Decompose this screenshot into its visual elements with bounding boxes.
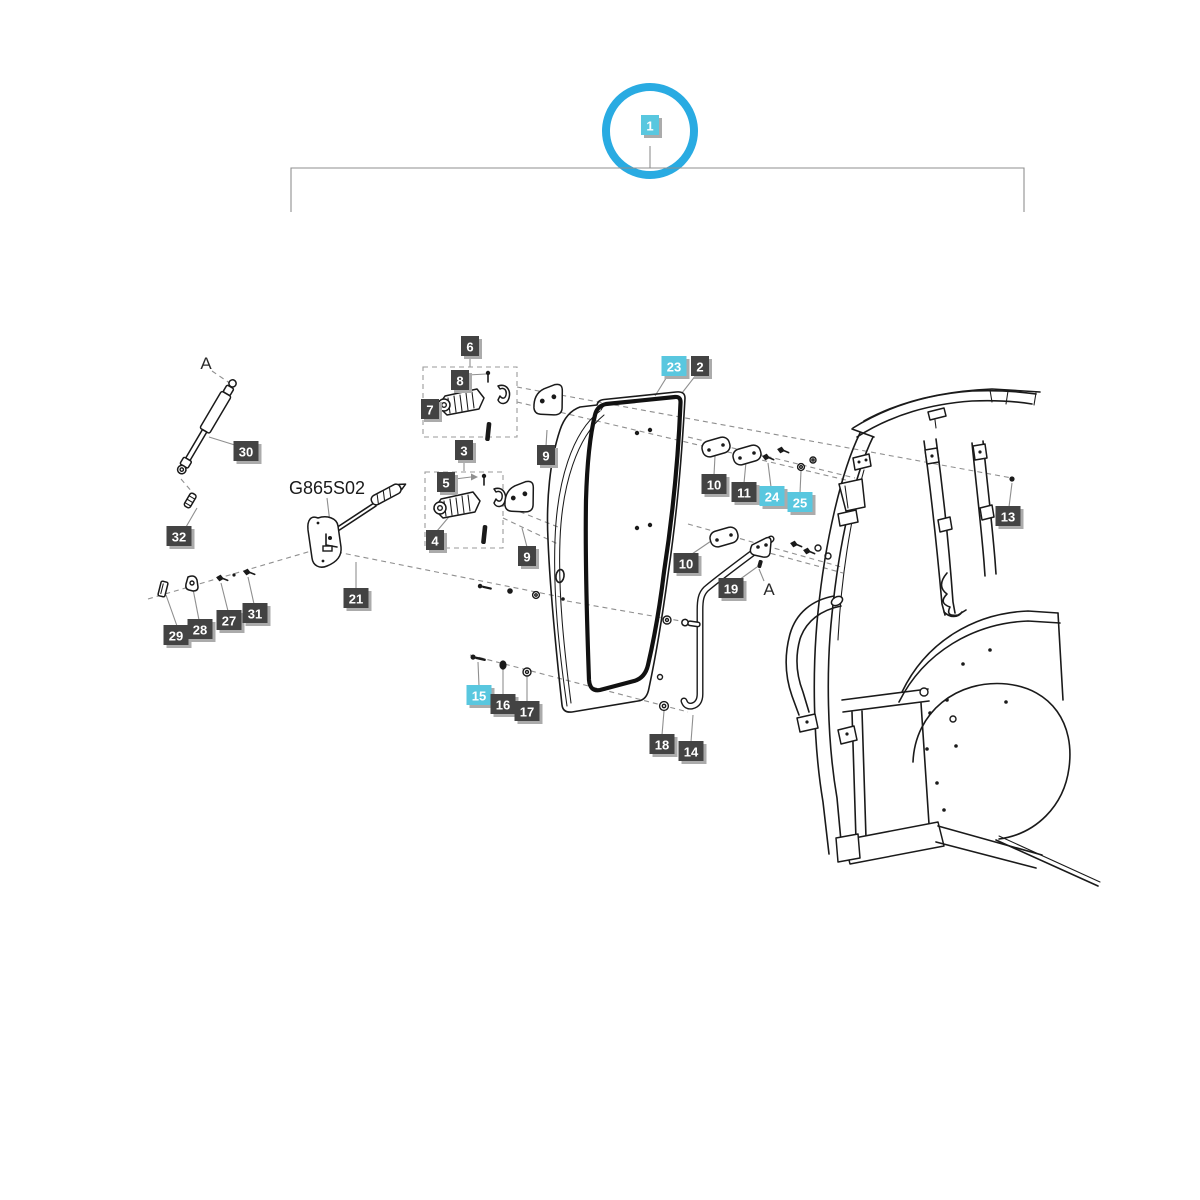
part-label-31[interactable]: 31 [242,603,271,626]
svg-text:16: 16 [496,698,510,713]
svg-text:5: 5 [442,476,449,491]
part-label-10[interactable]: 10 [701,474,730,497]
svg-text:2: 2 [696,360,703,375]
hinge-plate-9b [501,480,537,515]
svg-text:10: 10 [679,557,693,572]
svg-text:11: 11 [737,486,751,501]
part-label-27[interactable]: 27 [216,610,245,633]
part-label-29[interactable]: 29 [163,625,192,648]
callout-circle [602,83,698,179]
part-label-32[interactable]: 32 [166,526,195,549]
part-label-15[interactable]: 15 [466,685,495,708]
svg-text:30: 30 [239,445,253,460]
part-label-11[interactable]: 11 [731,482,760,505]
hinge-part-upper [437,369,511,443]
part-label-7[interactable]: 7 [421,399,442,422]
part-label-18[interactable]: 18 [649,734,678,757]
svg-text:18: 18 [655,738,669,753]
svg-text:13: 13 [1001,510,1015,525]
pin-part-19 [757,559,763,569]
bolt-part-27 [214,573,230,584]
fastener-part-29 [157,580,169,598]
part-label-30[interactable]: 30 [233,441,262,464]
svg-text:19: 19 [724,582,738,597]
part-label-21[interactable]: 21 [343,588,372,611]
svg-text:14: 14 [684,745,699,760]
svg-text:15: 15 [472,689,486,704]
screw-part-32 [183,492,197,509]
part-label-4[interactable]: 4 [426,530,447,553]
svg-text:10: 10 [707,478,721,493]
reference-letters: AA [200,354,775,599]
gas-strut-assembly [176,379,237,509]
part-label-28[interactable]: 28 [187,619,216,642]
part-label-1[interactable]: 1 [641,115,662,138]
part-label-3[interactable]: 3 [455,440,476,463]
bracket-part-21 [307,516,342,568]
part-label-25[interactable]: 25 [787,492,816,515]
construction-lines [147,370,1013,713]
callout-group-1 [290,83,1025,212]
svg-text:9: 9 [523,550,530,565]
part-label-14[interactable]: 14 [678,741,707,764]
reference-letter-a-2: A [763,580,775,599]
part-label-8[interactable]: 8 [451,370,472,393]
svg-text:24: 24 [765,490,780,505]
bolt-part-31 [241,567,257,578]
screw-part-15 [470,654,486,661]
svg-text:1: 1 [646,119,653,134]
part-label-19[interactable]: 19 [718,578,747,601]
reference-letter-a-1: A [200,354,212,373]
svg-text:29: 29 [169,629,183,644]
hinge-plate-9a [530,383,566,418]
svg-text:28: 28 [193,623,207,638]
part-label-9[interactable]: 9 [537,445,558,468]
mirror-assembly [157,483,407,598]
svg-text:23: 23 [667,360,681,375]
fastener-part-28 [185,575,199,592]
svg-text:25: 25 [793,496,807,511]
part-label-5[interactable]: 5 [437,472,458,495]
plate-part-10a [699,434,733,460]
svg-text:7: 7 [426,403,433,418]
door-glass-seal [583,394,683,693]
cab-frame [785,388,1101,887]
svg-text:32: 32 [172,530,186,545]
part-label-16[interactable]: 16 [490,694,519,717]
plate-part-10b [707,524,741,550]
part-label-9[interactable]: 9 [518,546,539,569]
handle-top-bracket [749,536,772,558]
svg-text:9: 9 [542,449,549,464]
screw-part-13 [1009,476,1015,482]
svg-text:8: 8 [456,374,463,389]
part-label-10[interactable]: 10 [673,553,702,576]
svg-text:31: 31 [248,607,262,622]
door-handle-rod-14 [680,535,775,710]
screw-right-b [801,546,817,557]
hinge-box-lower [424,471,504,549]
part-label-23[interactable]: 23 [661,356,690,379]
grommet-part-16 [499,660,507,670]
assembly-bracket [290,167,1025,212]
part-code-label: G865S02 [289,478,365,498]
svg-text:27: 27 [222,614,236,629]
screw-right-a [788,539,804,550]
svg-text:17: 17 [520,705,534,720]
svg-text:3: 3 [460,444,467,459]
part-label-24[interactable]: 24 [759,486,788,509]
part-label-2[interactable]: 2 [691,356,712,379]
part-label-17[interactable]: 17 [514,701,543,724]
door-panel [470,391,832,713]
part-label-13[interactable]: 13 [995,506,1024,529]
screw-part-24b [775,445,791,456]
part-label-6[interactable]: 6 [461,336,482,359]
svg-text:4: 4 [431,534,439,549]
plate-part-11 [730,442,764,468]
svg-text:6: 6 [466,340,473,355]
svg-text:21: 21 [349,592,363,607]
